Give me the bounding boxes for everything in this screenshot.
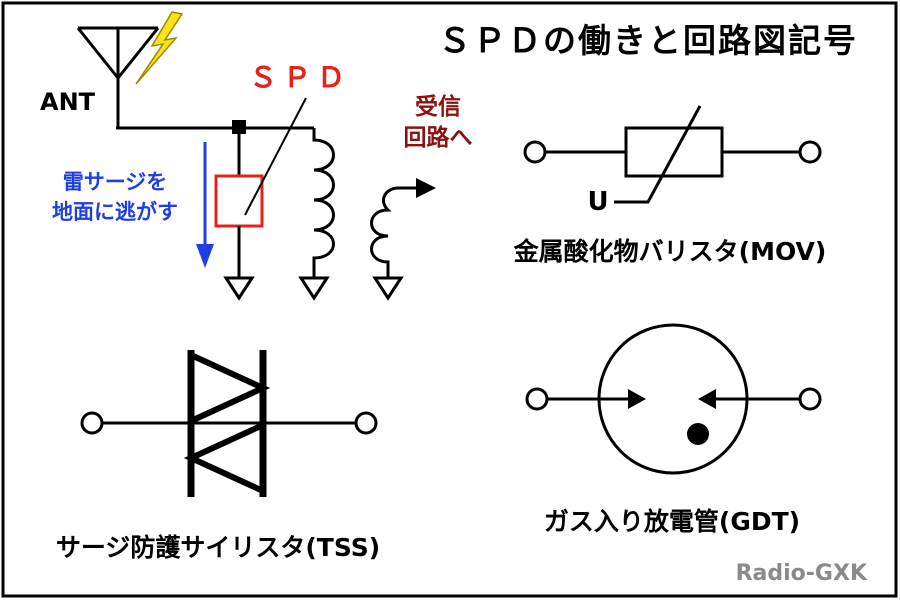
- spd-label: ＳＰＤ: [249, 61, 351, 94]
- receiver-label-line2: 回路へ: [404, 124, 473, 151]
- receive-ground-icon: [372, 276, 404, 301]
- gdt-caption: ガス入り放電管(GDT): [544, 507, 800, 536]
- page-title: ＳＰＤの働きと回路図記号: [438, 21, 858, 60]
- mov-symbol: [523, 105, 822, 204]
- tss-symbol: [80, 350, 378, 497]
- receive-coil: [370, 186, 420, 278]
- gdt-symbol: [525, 323, 822, 475]
- receive-arrow-icon: [416, 178, 436, 198]
- junction-dot: [232, 120, 246, 134]
- spd-ground-icon: [223, 276, 255, 301]
- tss-caption: サージ防護サイリスタ(TSS): [56, 533, 380, 562]
- coil-ground-icon: [298, 276, 330, 301]
- credit-label: Radio-GXK: [736, 561, 868, 586]
- surge-label-line1: 雷サージを: [63, 170, 168, 194]
- surge-arrow-icon: [196, 244, 214, 268]
- ant-label: ANT: [40, 88, 96, 116]
- inductor-coil: [312, 128, 335, 278]
- spd-element: [214, 174, 264, 228]
- mov-caption: 金属酸化物バリスタ(MOV): [513, 237, 827, 266]
- spd-pointer-line: [244, 97, 307, 216]
- lightning-bolt-icon: [135, 11, 184, 85]
- surge-label-line2: 地面に逃がす: [52, 200, 178, 224]
- mov-u-label: U: [587, 187, 608, 217]
- antenna-icon: [76, 26, 160, 128]
- receiver-label-line1: 受信: [415, 93, 461, 120]
